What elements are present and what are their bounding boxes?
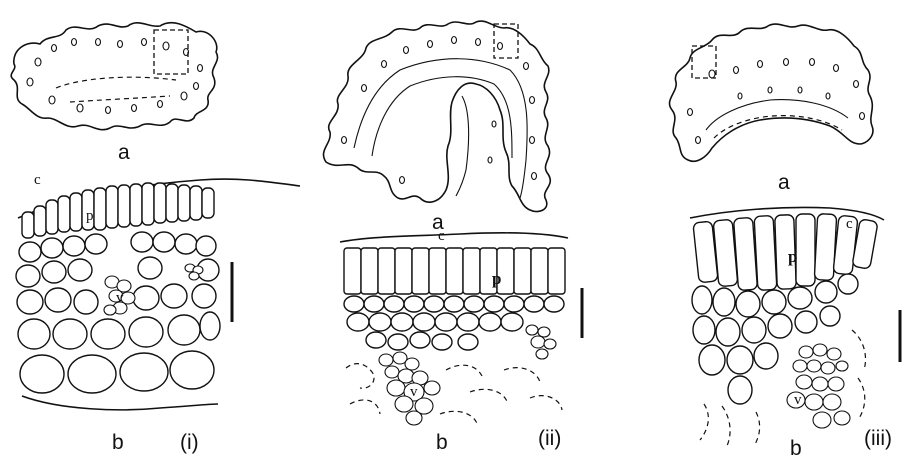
panel-iii-a-label: a [778, 172, 790, 193]
panel-iii-palisade-label: p [788, 247, 797, 266]
panel-ii-section-outline [324, 21, 551, 211]
panel-ii-tissue-detail: c p v [340, 228, 582, 426]
panel-iii-cuticle-label: c [846, 216, 853, 232]
panel-i-cuticle-label: c [34, 172, 41, 188]
panel-iii-vascular-label: v [794, 392, 802, 408]
panel-i-palisade-label: p [86, 208, 94, 224]
panel-i-a-label: a [118, 142, 130, 163]
panel-i: c p v [11, 23, 300, 410]
panel-iii-vascular-bundle [787, 344, 850, 428]
panel-i-zoom-box [154, 30, 188, 74]
panel-i-mesophyll [16, 232, 220, 410]
panel-i-palisade [22, 183, 214, 238]
panel-iii-b-label: b [790, 438, 802, 459]
panel-ii-a-label: a [432, 212, 444, 233]
panel-i-section-outline [11, 23, 217, 130]
panel-i-b-label: b [112, 432, 124, 453]
panel-iii-id-label: (iii) [864, 428, 892, 449]
panel-ii-vascular-label: v [410, 384, 418, 400]
panel-i-vascular-label: v [116, 290, 124, 306]
panel-iii-section-outline [670, 24, 873, 161]
panel-iii: c p v [670, 24, 900, 448]
panel-ii-b-label: b [436, 432, 448, 453]
panel-ii-spongy-dashed [346, 364, 562, 426]
panel-ii-palisade-label: p [492, 269, 501, 288]
panel-i-tissue-detail: c p v [16, 172, 300, 410]
panel-ii-id-label: (ii) [538, 428, 561, 449]
panel-ii: c p v [324, 21, 582, 426]
panel-i-id-label: (i) [180, 432, 199, 453]
panel-iii-tissue-detail: c p v [690, 207, 900, 448]
panel-ii-palisade [344, 248, 565, 294]
